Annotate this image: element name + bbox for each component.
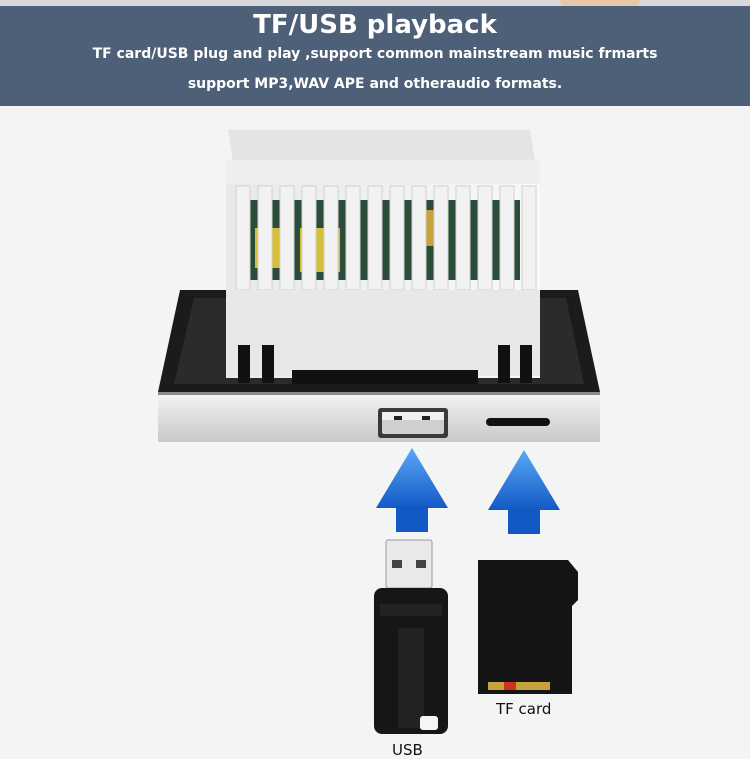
banner-title: TF/USB playback [253, 10, 497, 40]
tf-card-slot [486, 418, 550, 426]
top-strip [0, 0, 750, 6]
tf-card [478, 560, 578, 694]
banner-subtitle-line-1: TF card/USB plug and play ,support commo… [92, 46, 658, 62]
header-banner: TF/USB playback TF card/USB plug and pla… [0, 0, 750, 106]
banner-subtitle-line-2: support MP3,WAV APE and otheraudio forma… [187, 76, 563, 92]
usb-insert-arrow [376, 448, 448, 532]
usb-label: USB [392, 741, 423, 759]
product-illustration [158, 130, 600, 734]
usb-flash-drive [374, 539, 448, 734]
wall-panel-device [158, 130, 600, 442]
tf-card-label: TF card [496, 700, 552, 718]
tf-insert-arrow [488, 450, 560, 534]
usb-port [378, 408, 448, 438]
